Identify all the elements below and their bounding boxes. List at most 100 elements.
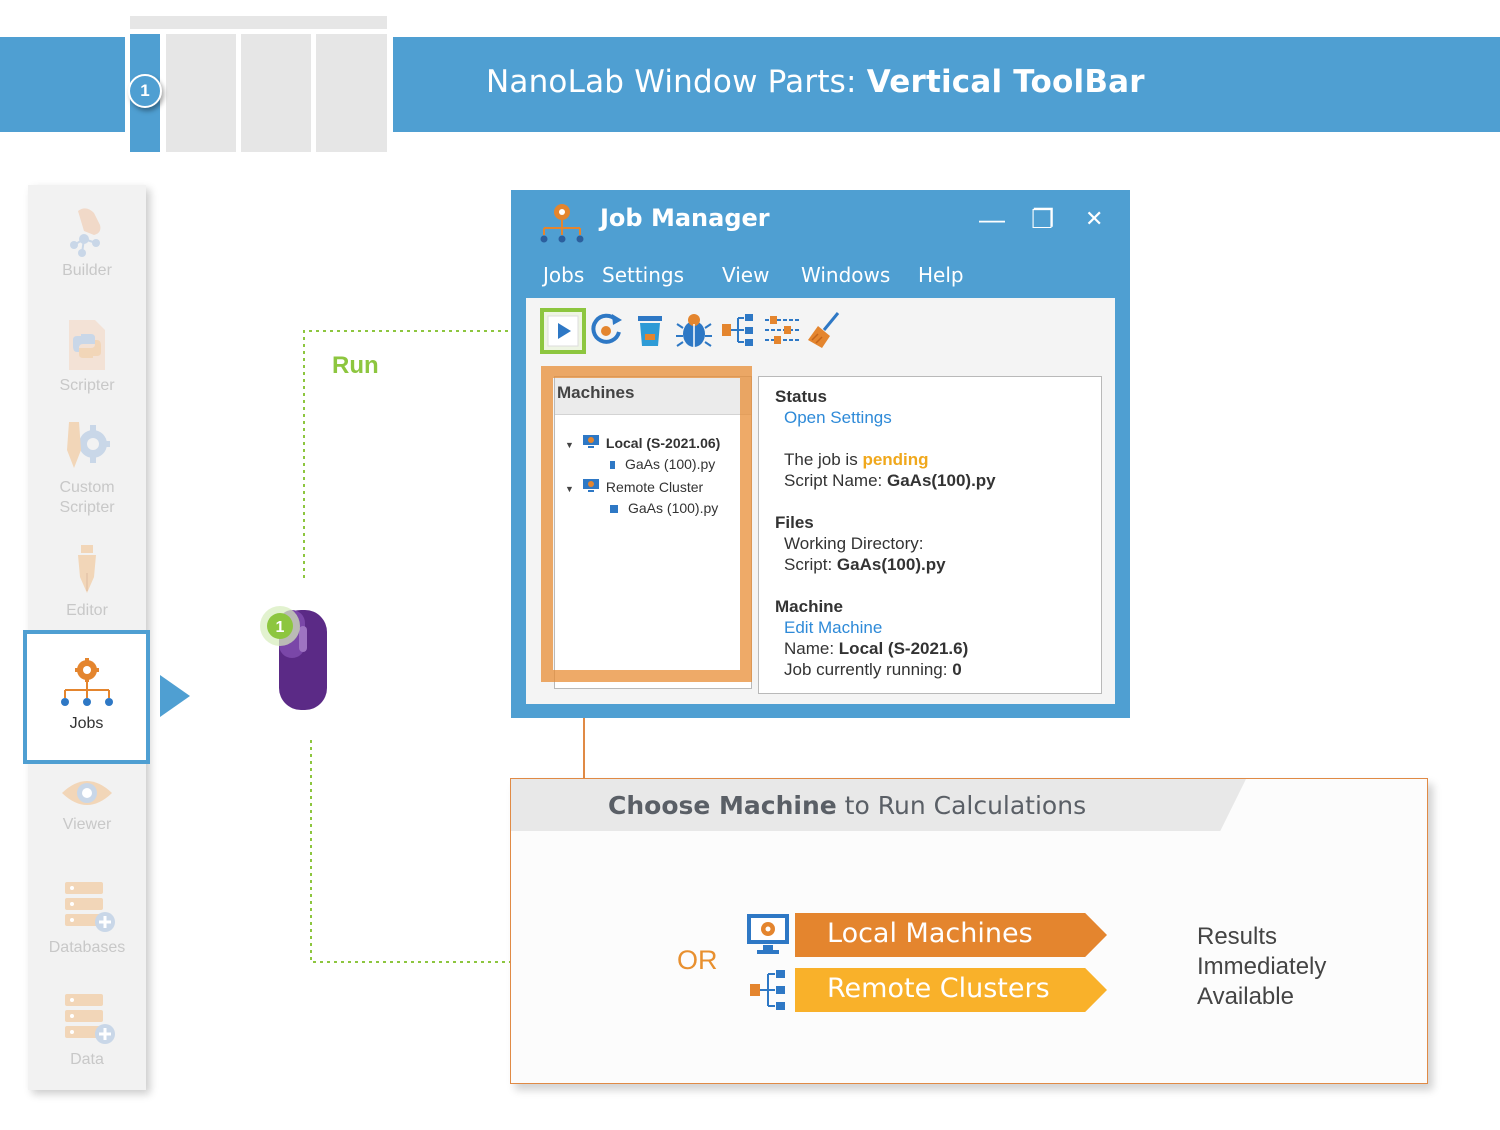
sliders-icon [765, 316, 799, 344]
files-heading: Files [775, 513, 814, 532]
edit-machine-link[interactable]: Edit Machine [784, 618, 883, 637]
expand-triangle-icon[interactable]: ▼ [565, 440, 574, 450]
window-title: Job Manager [600, 204, 770, 232]
refresh-icon [591, 313, 622, 344]
machines-panel: Machines ▼Local (S-2021.06) GaAs (100).p… [554, 376, 752, 689]
results-line: Results [1197, 923, 1278, 950]
toolbar-item-label: Editor [66, 602, 108, 619]
menu-view[interactable]: View [722, 263, 770, 287]
choose-machine-title: Choose Machine to Run Calculations [608, 791, 1087, 820]
minimize-button[interactable]: — [979, 204, 1005, 234]
machine-node-local[interactable]: ▼ Local (S-2021.06) [565, 434, 720, 451]
builder-icon [70, 208, 101, 257]
page-title: NanoLab Window Parts: Vertical ToolBar [486, 64, 1145, 100]
layout-thumbnail-panel [241, 34, 311, 152]
tree-view-button[interactable] [718, 310, 758, 350]
results-line: Immediately [1197, 953, 1327, 980]
menu-help[interactable]: Help [918, 263, 964, 287]
open-settings-link[interactable]: Open Settings [784, 408, 892, 427]
close-button[interactable]: ✕ [1085, 206, 1104, 231]
toolbar-item-custom-scripter[interactable]: Custom Scripter [28, 420, 146, 518]
toolbar-item-scripter[interactable]: Scripter [28, 318, 146, 396]
job-state-text: The job is pending [784, 450, 929, 469]
results-text: Results Immediately Available [1197, 922, 1326, 1012]
pointer-arrow-icon [160, 675, 190, 717]
menu-jobs[interactable]: Jobs [543, 263, 585, 287]
machines-highlight-frame [541, 366, 752, 682]
toolbar-item-editor[interactable]: Editor [28, 543, 146, 621]
machine-label: Remote Cluster [605, 479, 704, 495]
bug-icon [676, 314, 712, 347]
clean-button[interactable] [804, 310, 844, 350]
jobs-hierarchy-icon [60, 658, 113, 706]
machine-heading: Machine [775, 597, 844, 616]
toolbar-item-data[interactable]: Data [28, 992, 146, 1070]
mouse-badge: 1 [276, 619, 285, 636]
layout-thumbnail-menubar [130, 16, 387, 29]
window-body: Machines ▼Local (S-2021.06) GaAs (100).p… [526, 298, 1115, 704]
broom-icon [808, 312, 840, 348]
maximize-button[interactable]: ❐ [1031, 204, 1055, 234]
script-file-icon [610, 461, 615, 469]
debug-button[interactable] [674, 310, 714, 350]
toolbar-item-viewer[interactable]: Viewer [28, 775, 146, 835]
script-label: GaAs (100).py [628, 500, 719, 516]
toolbar-item-label: Data [70, 1051, 104, 1068]
toolbar-item-label: Builder [62, 262, 112, 279]
script-text: Script: GaAs(100).py [784, 555, 946, 574]
status-heading: Status [775, 387, 827, 406]
choose-machine-header [511, 779, 1246, 831]
jobs-hierarchy-icon [540, 204, 584, 243]
toolbar-item-label: Viewer [62, 816, 112, 833]
results-line: Available [1197, 983, 1294, 1010]
script-node[interactable]: GaAs (100).py [610, 456, 715, 472]
script-node[interactable]: GaAs (100).py [610, 500, 718, 516]
toolbar-item-builder[interactable]: Builder [28, 205, 146, 281]
refresh-button[interactable] [586, 310, 626, 350]
script-label: GaAs (100).py [625, 456, 716, 472]
run-action-label: Run [332, 352, 379, 379]
eye-icon [62, 781, 112, 805]
pen-icon [78, 545, 96, 593]
machine-name-text: Name: Local (S-2021.6) [784, 639, 969, 658]
layout-thumbnail-panel [166, 34, 236, 152]
toolbar-item-label: Jobs [69, 715, 104, 732]
settings-sliders-button[interactable] [762, 310, 802, 350]
expand-triangle-icon[interactable]: ▼ [565, 484, 574, 494]
script-name-text: Script Name: GaAs(100).py [784, 471, 996, 490]
monitor-icon [582, 435, 599, 448]
database-add-icon [65, 994, 115, 1044]
machine-label: Local (S-2021.06) [605, 435, 721, 451]
custom-scripter-icon [67, 422, 110, 468]
toolbar-item-label: Custom Scripter [59, 479, 115, 516]
run-button[interactable] [540, 308, 586, 354]
layout-thumbnail-panel [316, 34, 387, 152]
toolbar-item-jobs[interactable]: Jobs [23, 630, 150, 764]
local-machines-option[interactable]: Local Machines [795, 913, 1107, 957]
python-script-icon [69, 320, 105, 370]
local-machine-icon [747, 914, 789, 954]
monitor-icon [582, 479, 599, 492]
or-label: OR [677, 945, 718, 975]
menu-settings[interactable]: Settings [602, 263, 685, 287]
database-add-icon [65, 882, 115, 932]
job-details-panel: Status Open Settings The job is pending … [758, 376, 1102, 694]
tree-view-icon [722, 314, 753, 346]
job-manager-window: Job Manager — ❐ ✕ Jobs Settings View Win… [511, 190, 1130, 718]
script-file-icon [610, 505, 618, 513]
step-badge: 1 [128, 74, 162, 108]
toolbar-item-label: Databases [48, 939, 126, 956]
mouse-icon: 1 [260, 606, 327, 710]
toolbar-item-label: Scripter [59, 377, 115, 394]
toolbar-item-databases[interactable]: Databases [28, 880, 146, 958]
remote-clusters-option[interactable]: Remote Clusters [795, 968, 1107, 1012]
machine-node-remote[interactable]: ▼ Remote Cluster [565, 478, 703, 495]
trash-icon [638, 316, 662, 346]
delete-button[interactable] [630, 310, 670, 350]
job-state-value: pending [862, 450, 929, 469]
remote-cluster-icon [750, 970, 785, 1010]
run-icon [547, 315, 579, 347]
run-connector-line [303, 330, 520, 578]
working-directory-text: Working Directory: [784, 534, 924, 553]
menu-windows[interactable]: Windows [801, 263, 891, 287]
